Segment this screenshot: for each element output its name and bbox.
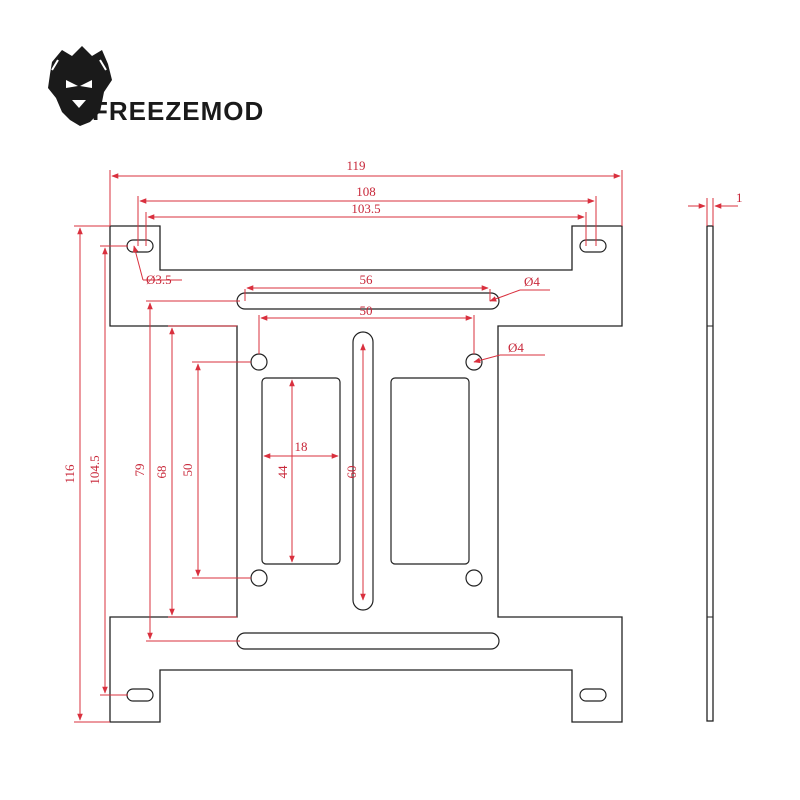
dim-hole-spacing-vertical: 104.5 <box>87 455 102 484</box>
dim-window-width: 18 <box>295 439 308 454</box>
dim-center-height: 68 <box>154 466 169 479</box>
dim-slot-spacing: 79 <box>132 464 147 477</box>
mount-slot-top-right <box>579 239 607 253</box>
brand-name: FREEZEMOD <box>92 96 264 126</box>
left-window <box>261 377 341 565</box>
dim-slot-length: 56 <box>360 272 374 287</box>
center-hole-bottom-left <box>250 569 268 587</box>
mount-slot-bottom-left <box>126 688 154 702</box>
mount-slot-bottom-right <box>579 688 607 702</box>
lion-head-logo <box>48 46 112 126</box>
mount-slot-top-left <box>126 239 154 253</box>
dim-overall-width: 119 <box>346 158 365 173</box>
center-vertical-slot <box>352 331 374 611</box>
dim-hole-spacing-middle: 50 <box>360 303 373 318</box>
dim-window-height: 44 <box>275 465 290 479</box>
dim-slot-hole-dia: Ø4 <box>524 274 540 289</box>
center-hole-bottom-right <box>465 569 483 587</box>
dim-hole-spacing-outer: 108 <box>356 184 376 199</box>
dimension-lines <box>74 170 738 723</box>
dim-hole-spacing-inner: 103.5 <box>351 201 380 216</box>
right-window <box>390 377 470 565</box>
dim-center-hole-dia: Ø4 <box>508 340 524 355</box>
dim-center-hole-vertical: 50 <box>180 464 195 477</box>
dim-center-slot-length: 60 <box>344 466 359 479</box>
dim-overall-height: 116 <box>62 464 77 484</box>
center-hole-top-left <box>250 353 268 371</box>
dim-mount-hole-dia: Ø3.5 <box>146 272 172 287</box>
side-view-plate <box>706 225 714 722</box>
dim-thickness: 1 <box>736 190 743 205</box>
bottom-long-slot <box>236 632 500 650</box>
